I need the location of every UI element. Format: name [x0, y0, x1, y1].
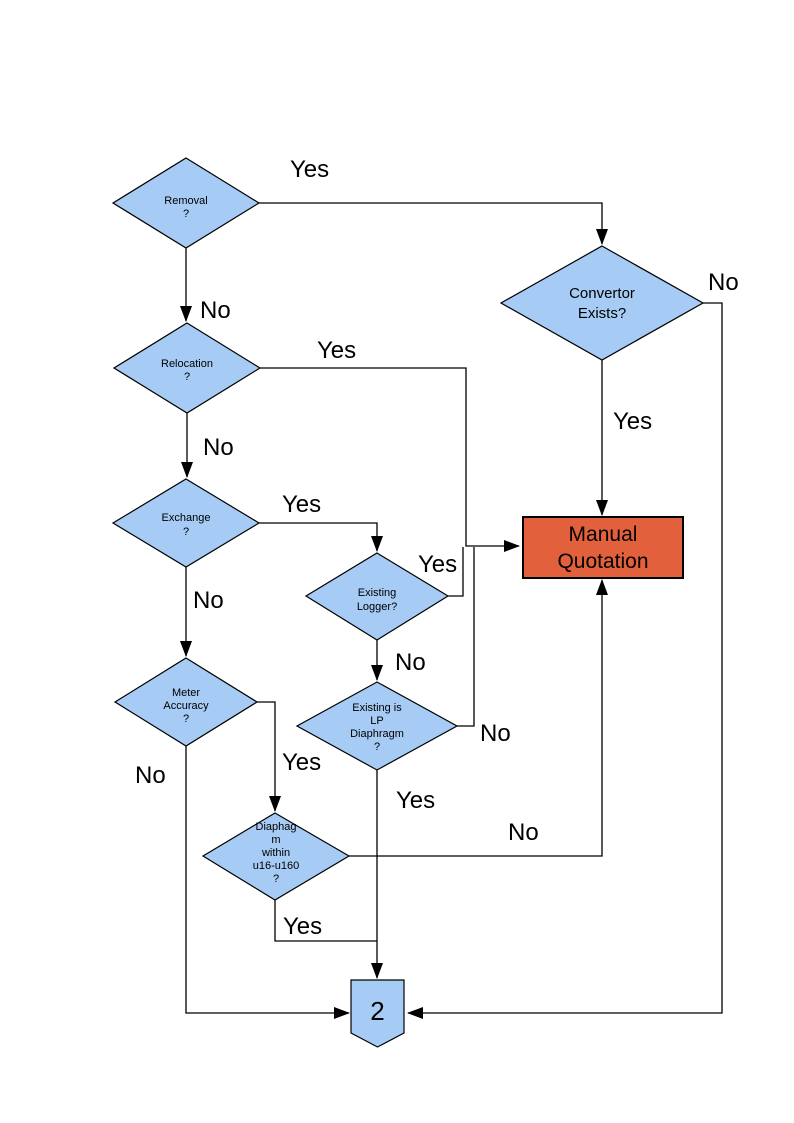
node-meter-accuracy: Meter Accuracy ? — [113, 657, 259, 747]
edge-label-relocation-no: No — [203, 434, 234, 461]
node-existing-lp-diaphragm: Existing is LP Diaphragm ? — [295, 681, 459, 771]
existing-logger-label-line1: Existing — [358, 587, 397, 599]
meter-accuracy-label-line3: ? — [183, 713, 189, 725]
edge-relocation-yes — [260, 367, 520, 552]
diaphragm-range-diamond-shape — [201, 812, 351, 901]
diaphragm-range-label-line5: ? — [273, 873, 279, 885]
edge-diaphragm-no — [349, 579, 608, 857]
meter-accuracy-diamond-shape — [113, 657, 259, 747]
relocation-label-line1: Relocation — [161, 358, 213, 370]
edge-diaphragm-yes — [274, 900, 377, 942]
flow-nodes: Removal ? Convertor Exists? Relocation ?… — [111, 157, 705, 1048]
removal-diamond-shape — [111, 157, 261, 249]
node-convertor-exists: Convertor Exists? — [499, 245, 705, 361]
edge-exchange-yes — [259, 522, 383, 552]
diaphragm-range-label-line2: m — [271, 834, 280, 846]
edge-meter-accuracy-no — [185, 746, 350, 1019]
edge-label-removal-no: No — [200, 297, 231, 324]
existing-logger-label-line2: Logger? — [357, 601, 397, 613]
flow-edges — [180, 202, 723, 1019]
diaphragm-range-label-line3: within — [261, 847, 290, 859]
edge-label-meter-accuracy-yes: Yes — [282, 749, 321, 776]
edge-label-relocation-yes: Yes — [317, 337, 356, 364]
node-removal: Removal ? — [111, 157, 261, 249]
edge-label-diaphragm-no: No — [508, 819, 539, 846]
existing-logger-diamond-shape — [304, 552, 450, 641]
node-off-page-connector-2: 2 — [350, 979, 405, 1048]
manual-quotation-label-line2: Quotation — [557, 550, 648, 573]
edge-label-removal-yes: Yes — [290, 156, 329, 183]
edge-label-exchange-yes: Yes — [282, 491, 321, 518]
edge-label-existing-lp-no: No — [480, 720, 511, 747]
exchange-label-line2: ? — [183, 526, 189, 538]
existing-lp-label-line3: Diaphragm — [350, 728, 404, 740]
edge-label-meter-accuracy-no: No — [135, 762, 166, 789]
convertor-exists-diamond-shape — [499, 245, 705, 361]
edge-label-diaphragm-yes: Yes — [283, 913, 322, 940]
edge-removal-yes — [259, 202, 608, 245]
edge-convertor-no — [407, 302, 723, 1019]
off-page-connector-shape — [350, 979, 405, 1048]
edge-label-exchange-no: No — [193, 587, 224, 614]
existing-lp-label-line1: Existing is — [352, 702, 402, 714]
edge-labels: Yes No No Yes Yes No Yes No Yes No No Ye… — [135, 156, 739, 940]
edge-label-convertor-yes: Yes — [613, 408, 652, 435]
edge-meter-accuracy-yes — [257, 701, 281, 812]
existing-lp-label-line2: LP — [370, 715, 383, 727]
edge-existing-lp-no — [457, 547, 475, 727]
edge-label-existing-lp-yes: Yes — [396, 787, 435, 814]
relocation-diamond-shape — [112, 322, 262, 414]
diaphragm-range-label-line4: u16-u160 — [253, 860, 300, 872]
off-page-connector-label: 2 — [370, 996, 384, 1026]
removal-label-line1: Removal — [164, 195, 207, 207]
exchange-diamond-shape — [111, 478, 261, 568]
relocation-label-line2: ? — [184, 371, 190, 383]
node-diaphragm-within-range: Diaphag m within u16-u160 ? — [201, 812, 351, 901]
node-existing-logger: Existing Logger? — [304, 552, 450, 641]
exchange-label-line1: Exchange — [162, 512, 211, 524]
diaphragm-range-label-line1: Diaphag — [256, 821, 297, 833]
convertor-exists-label-line2: Exists? — [578, 305, 626, 322]
convertor-exists-label-line1: Convertor — [569, 285, 635, 302]
edge-label-convertor-no: No — [708, 269, 739, 296]
edge-label-existing-logger-no: No — [395, 649, 426, 676]
meter-accuracy-label-line2: Accuracy — [163, 700, 209, 712]
edge-existing-logger-yes — [448, 547, 464, 597]
existing-lp-diaphragm-diamond-shape — [295, 681, 459, 771]
node-manual-quotation: Manual Quotation — [522, 516, 684, 579]
removal-label-line2: ? — [183, 208, 189, 220]
existing-lp-label-line4: ? — [374, 741, 380, 753]
edge-label-existing-logger-yes: Yes — [418, 551, 457, 578]
node-exchange: Exchange ? — [111, 478, 261, 568]
meter-accuracy-label-line1: Meter — [172, 687, 200, 699]
manual-quotation-rect-shape — [522, 516, 684, 579]
node-relocation: Relocation ? — [112, 322, 262, 414]
manual-quotation-label-line1: Manual — [569, 523, 638, 546]
